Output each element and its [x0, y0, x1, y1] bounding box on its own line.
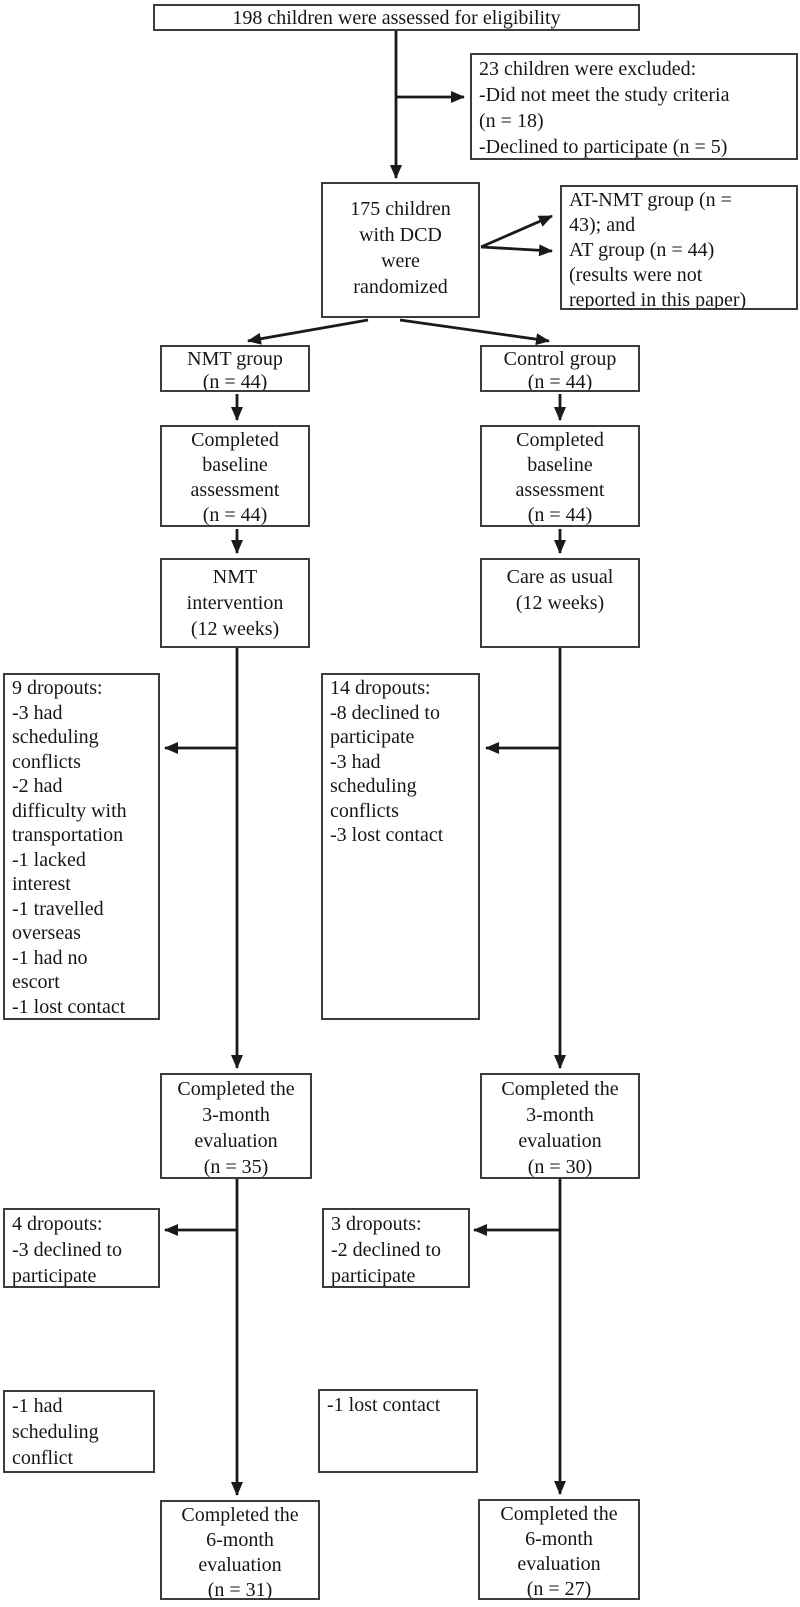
eligibility-box: 198 children were assessed for eligibili…: [153, 4, 640, 31]
nmt-group-box: NMT group (n = 44): [160, 345, 310, 392]
arrow-randomized-to-control-group: [399, 318, 550, 346]
nmt-dropouts-6month-box: 4 dropouts: -3 declined to participate: [3, 1208, 160, 1288]
control-dropouts-3month-box: 14 dropouts: -8 declined to participate …: [321, 673, 480, 1020]
nmt-intervention-box: NMT intervention (12 weeks): [160, 558, 310, 648]
control-baseline-box: Completed baseline assessment (n = 44): [480, 425, 640, 527]
control-late-dropout-box: -1 lost contact: [318, 1389, 478, 1473]
control-6month-evaluation-box: Completed the 6-month evaluation (n = 27…: [478, 1499, 640, 1600]
arrow-fork-to-atnmt: [480, 214, 553, 249]
control-group-box: Control group (n = 44): [480, 345, 640, 392]
nmt-6month-evaluation-box: Completed the 6-month evaluation (n = 31…: [160, 1500, 320, 1600]
control-dropouts-6month-box: 3 dropouts: -2 declined to participate: [322, 1208, 470, 1288]
control-3month-evaluation-box: Completed the 3-month evaluation (n = 30…: [480, 1073, 640, 1179]
control-intervention-box: Care as usual (12 weeks): [480, 558, 640, 648]
other-groups-box: AT-NMT group (n = 43); and AT group (n =…: [560, 185, 798, 310]
nmt-late-dropout-box: -1 had scheduling conflict: [3, 1390, 155, 1473]
nmt-baseline-box: Completed baseline assessment (n = 44): [160, 425, 310, 527]
arrow-fork-to-at: [480, 244, 553, 257]
arrow-randomized-to-nmt-group: [247, 318, 369, 345]
nmt-3month-evaluation-box: Completed the 3-month evaluation (n = 35…: [160, 1073, 312, 1179]
randomized-box: 175 children with DCD were randomized: [321, 182, 480, 318]
excluded-box: 23 children were excluded: -Did not meet…: [470, 53, 798, 160]
nmt-dropouts-3month-box: 9 dropouts: -3 had scheduling conflicts …: [3, 673, 160, 1020]
